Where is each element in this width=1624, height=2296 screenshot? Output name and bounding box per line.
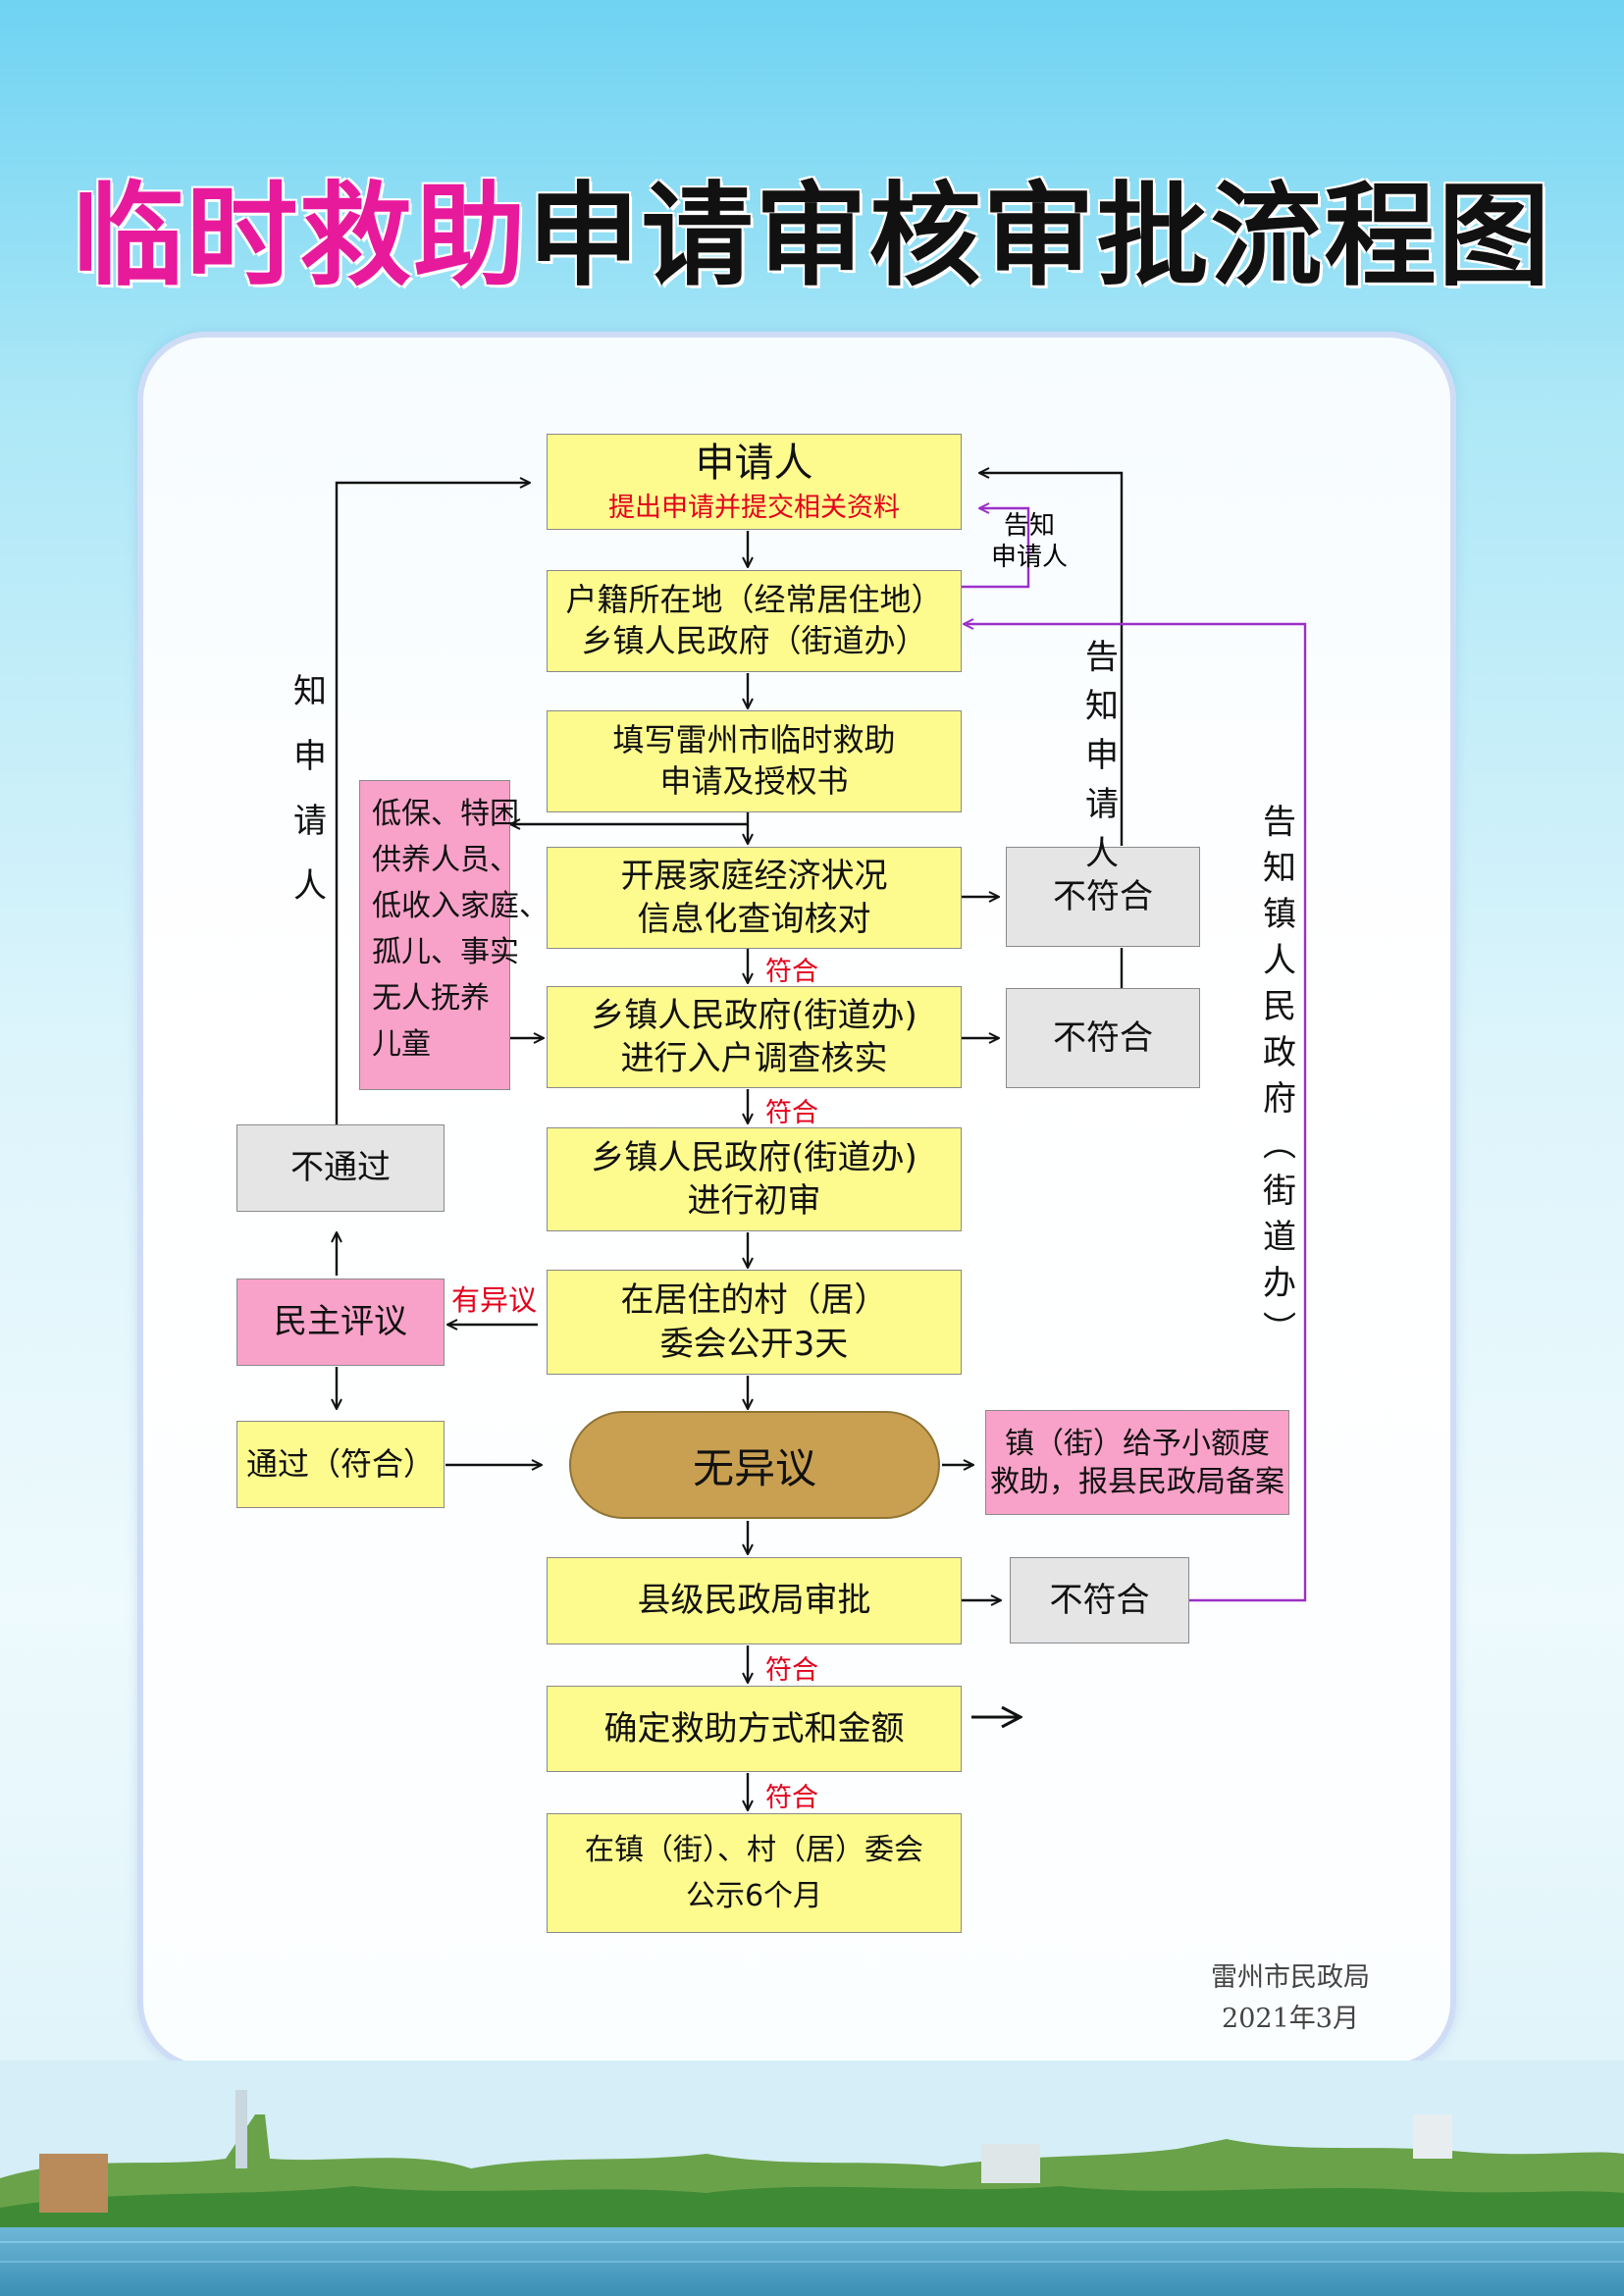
- category-line: 低收入家庭、: [372, 889, 549, 923]
- vchar: 人: [1085, 834, 1119, 873]
- vchar: 镇: [1263, 895, 1296, 934]
- applicant-box: 申请人 提出申请并提交相关资料: [547, 434, 962, 530]
- title-highlight: 临时救助: [72, 170, 528, 301]
- applicant-title: 申请人: [695, 441, 813, 487]
- household-box: 户籍所在地（经常居住地） 乡镇人民政府（街道办）: [547, 570, 962, 672]
- determine-box: 确定救助方式和金额: [547, 1686, 962, 1772]
- final-publicity-line1: 在镇（街）、村（居）委会: [585, 1833, 923, 1867]
- not-match-box-1: 不符合: [1006, 847, 1200, 947]
- vchar: 政: [1263, 1033, 1296, 1072]
- info-check-line1: 开展家庭经济状况: [620, 856, 888, 896]
- label-notify-applicant-vertical-left: 知 申 请 人: [290, 659, 330, 918]
- no-objection-oval: 无异议: [569, 1411, 940, 1519]
- eligible-categories-box: 低保、特困 供养人员、 低收入家庭、 孤儿、事实 无人抚养 儿童: [359, 780, 549, 1090]
- not-match-box-2: 不符合: [1006, 988, 1200, 1088]
- village-publicity-line1: 在居住的村（居）: [620, 1280, 888, 1321]
- vchar: 请: [293, 802, 327, 841]
- vchar: 申: [1085, 736, 1119, 775]
- vchar: 人: [1263, 941, 1296, 980]
- label-conforms-3: 符合: [765, 1655, 818, 1686]
- form-box: 填写雷州市临时救助 申请及授权书: [547, 710, 962, 812]
- home-survey-line1: 乡镇人民政府(街道办): [591, 995, 917, 1035]
- determine-text: 确定救助方式和金额: [603, 1708, 905, 1748]
- home-survey-line2: 进行入户调查核实: [620, 1039, 888, 1078]
- vchar: 街: [1263, 1172, 1296, 1211]
- household-line2: 乡镇人民政府（街道办）: [581, 622, 927, 659]
- not-pass-box: 不通过: [236, 1124, 445, 1212]
- vchar: ︶: [1263, 1310, 1296, 1349]
- final-publicity-box: 在镇（街）、村（居）委会 公示6个月: [547, 1813, 962, 1933]
- label-notify-town-vertical: 告 知 镇 人 民 政 府 ︵ 街 道 办 ︶: [1260, 800, 1299, 1353]
- democratic-review-box: 民主评议: [236, 1278, 445, 1366]
- category-line: 儿童: [372, 1027, 431, 1062]
- info-check-box: 开展家庭经济状况 信息化查询核对: [547, 847, 962, 949]
- form-line1: 填写雷州市临时救助: [612, 721, 896, 759]
- vchar: 府: [1263, 1079, 1296, 1119]
- applicant-subtitle: 提出申请并提交相关资料: [608, 493, 900, 524]
- category-line: 孤儿、事实: [372, 935, 519, 969]
- final-publicity-line2: 公示6个月: [685, 1879, 823, 1913]
- form-line2: 申请及授权书: [659, 762, 849, 800]
- initial-review-line2: 进行初审: [687, 1181, 821, 1221]
- label-conforms-2: 符合: [765, 1098, 818, 1128]
- vchar: 告: [1085, 638, 1119, 677]
- title-main: 申请审核审批流程图: [527, 170, 1552, 301]
- vchar: 办: [1263, 1264, 1296, 1303]
- vchar: 人: [293, 866, 327, 906]
- footer-date: 2021年3月: [1222, 2004, 1359, 2034]
- landscape-image: [0, 2061, 1624, 2296]
- vchar: 知: [1085, 687, 1119, 726]
- county-approval-text: 县级民政局审批: [637, 1581, 871, 1621]
- pass-text: 通过（符合）: [245, 1444, 435, 1483]
- not-match-box-3: 不符合: [1010, 1557, 1189, 1644]
- notify-line2: 申请人: [990, 543, 1068, 572]
- village-publicity-line2: 委会公开3天: [659, 1324, 849, 1364]
- not-match-text: 不符合: [1053, 1018, 1153, 1058]
- pass-box: 通过（符合）: [236, 1421, 445, 1508]
- footer: 雷州市民政局 2021年3月: [1173, 1957, 1408, 2040]
- small-aid-line2: 救助，报县民政局备案: [990, 1464, 1284, 1499]
- notify-line1: 告知: [1003, 511, 1055, 541]
- label-has-objection: 有异议: [451, 1283, 538, 1317]
- category-line: 低保、特困: [372, 797, 519, 831]
- home-survey-box: 乡镇人民政府(街道办) 进行入户调查核实: [547, 986, 962, 1088]
- vchar: 道: [1263, 1218, 1296, 1257]
- label-conforms-4: 符合: [765, 1783, 818, 1813]
- small-aid-line1: 镇（街）给予小额度: [1005, 1426, 1270, 1461]
- village-publicity-box: 在居住的村（居） 委会公开3天: [547, 1270, 962, 1375]
- not-match-text: 不符合: [1053, 876, 1153, 916]
- democratic-review-text: 民主评议: [274, 1302, 407, 1342]
- vchar: 知: [1263, 849, 1296, 888]
- vchar: ︵: [1263, 1125, 1296, 1165]
- small-aid-box: 镇（街）给予小额度 救助，报县民政局备案: [985, 1410, 1289, 1515]
- household-line1: 户籍所在地（经常居住地）: [565, 581, 943, 619]
- info-check-line2: 信息化查询核对: [637, 900, 871, 939]
- label-notify-applicant-small: 告知 申请人: [985, 510, 1074, 573]
- vchar: 知: [293, 672, 327, 711]
- initial-review-line1: 乡镇人民政府(街道办): [591, 1137, 917, 1177]
- initial-review-box: 乡镇人民政府(街道办) 进行初审: [547, 1127, 962, 1231]
- vchar: 民: [1263, 987, 1296, 1026]
- not-pass-text: 不通过: [290, 1148, 391, 1188]
- category-line: 无人抚养: [372, 981, 490, 1016]
- footer-org: 雷州市民政局: [1211, 1962, 1370, 1993]
- county-approval-box: 县级民政局审批: [547, 1557, 962, 1644]
- label-notify-applicant-vertical-right: 告 知 申 请 人: [1082, 633, 1122, 878]
- vchar: 告: [1263, 803, 1296, 842]
- label-conforms-1: 符合: [765, 957, 818, 987]
- vchar: 申: [293, 737, 327, 776]
- poster-title: 临时救助申请审核审批流程图: [0, 167, 1624, 304]
- category-line: 供养人员、: [372, 843, 519, 877]
- not-match-text: 不符合: [1049, 1580, 1150, 1620]
- vchar: 请: [1085, 785, 1119, 824]
